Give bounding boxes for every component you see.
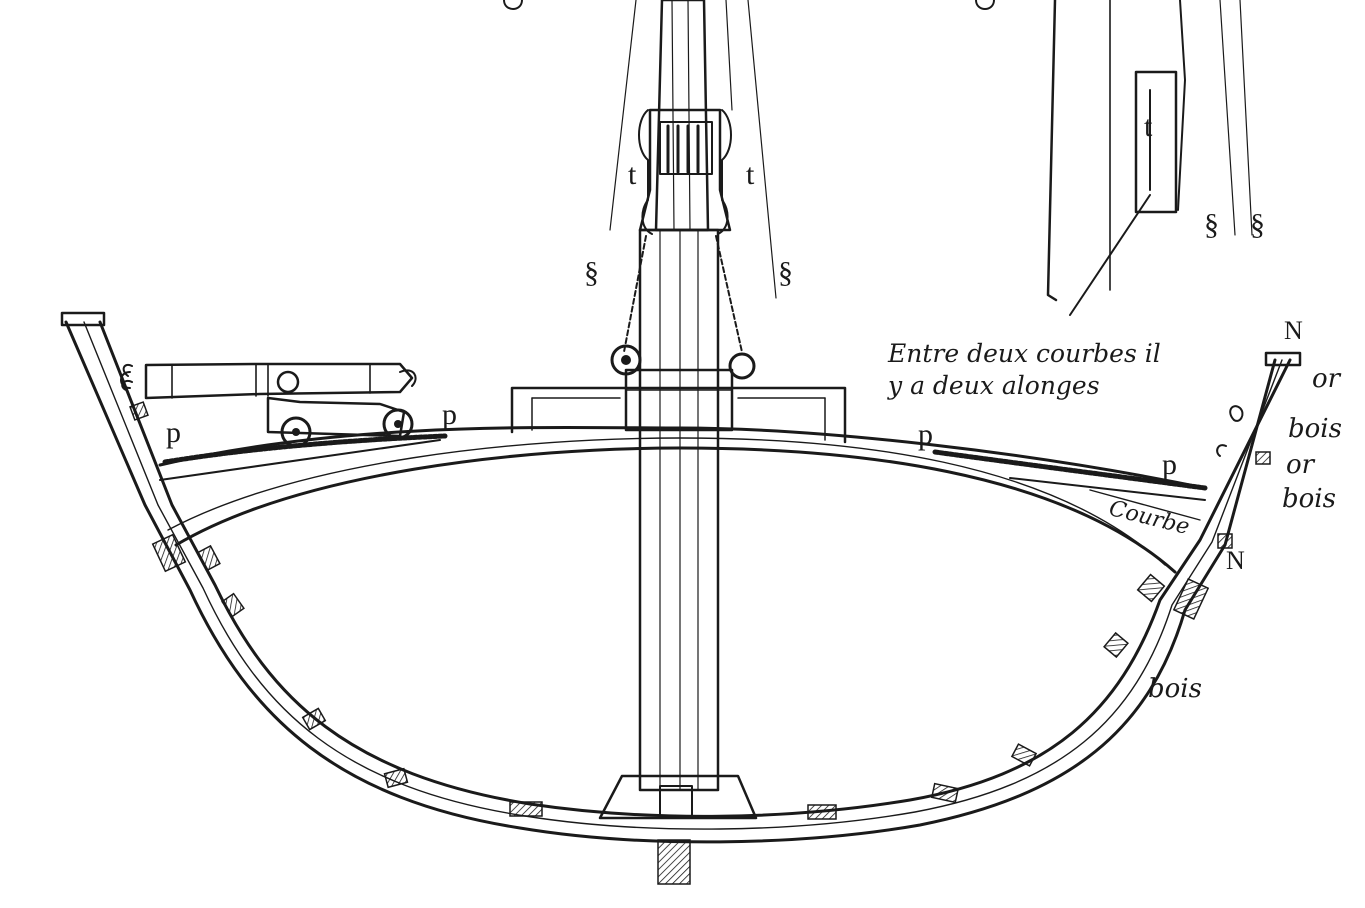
hull-mid-line xyxy=(83,321,1283,830)
left-deadeye xyxy=(610,344,642,376)
mast-cap xyxy=(638,108,732,232)
label-n-side: N xyxy=(1226,546,1245,575)
ornaments xyxy=(121,364,1244,457)
right-knee xyxy=(1009,477,1206,501)
deck-beam xyxy=(158,425,1207,574)
label-section-1: § xyxy=(584,256,599,289)
label-p-right-outer: p xyxy=(1162,448,1177,481)
right-gunwale-cap xyxy=(1264,351,1302,367)
left-gunwale-cap xyxy=(60,311,106,327)
hull-inner-line xyxy=(98,320,1292,818)
annotation-note: Entre deux courbes il y a deux alonges xyxy=(888,338,1161,402)
upper-right-detail xyxy=(1046,0,1253,316)
label-bois-lower: bois xyxy=(1148,674,1202,704)
deck-planking xyxy=(162,433,1208,491)
label-or-1: or xyxy=(1312,364,1341,394)
cannon xyxy=(120,362,417,448)
cannon-barrel xyxy=(144,362,414,400)
label-p-left-outer: p xyxy=(166,416,181,449)
label-bois-1: bois xyxy=(1288,414,1342,444)
label-t-right: t xyxy=(746,158,755,191)
label-p-left-inner: p xyxy=(442,398,457,431)
label-section-2: § xyxy=(778,256,793,289)
right-deadeye xyxy=(728,352,756,380)
label-section-4: § xyxy=(1250,208,1265,241)
keel xyxy=(657,839,691,885)
label-bois-2: bois xyxy=(1282,484,1336,514)
right-knee-lower xyxy=(1089,489,1201,521)
main-mast xyxy=(510,0,847,820)
annotation-line-2: y a deux alonges xyxy=(888,371,1100,400)
mast-step xyxy=(598,774,758,820)
mast-shaft xyxy=(638,228,720,792)
frame-blocks xyxy=(129,401,1271,820)
cannon-wheel-front xyxy=(280,416,312,448)
hull xyxy=(60,311,1302,885)
label-n-top: N xyxy=(1284,316,1303,345)
cannon-carriage xyxy=(266,396,406,438)
label-t-left: t xyxy=(628,158,637,191)
annotation-line-1: Entre deux courbes il xyxy=(888,339,1161,368)
hull-outer-line xyxy=(64,320,1277,844)
label-t-upper: t xyxy=(1144,110,1153,143)
left-knee xyxy=(159,439,441,481)
cannon-wheel-rear xyxy=(382,408,414,440)
label-or-2: or xyxy=(1286,450,1315,480)
label-p-right-inner: p xyxy=(918,418,933,451)
mast-partners xyxy=(510,386,847,444)
top-rings xyxy=(503,0,995,10)
label-section-3: § xyxy=(1204,208,1219,241)
upper-mast xyxy=(654,0,710,232)
